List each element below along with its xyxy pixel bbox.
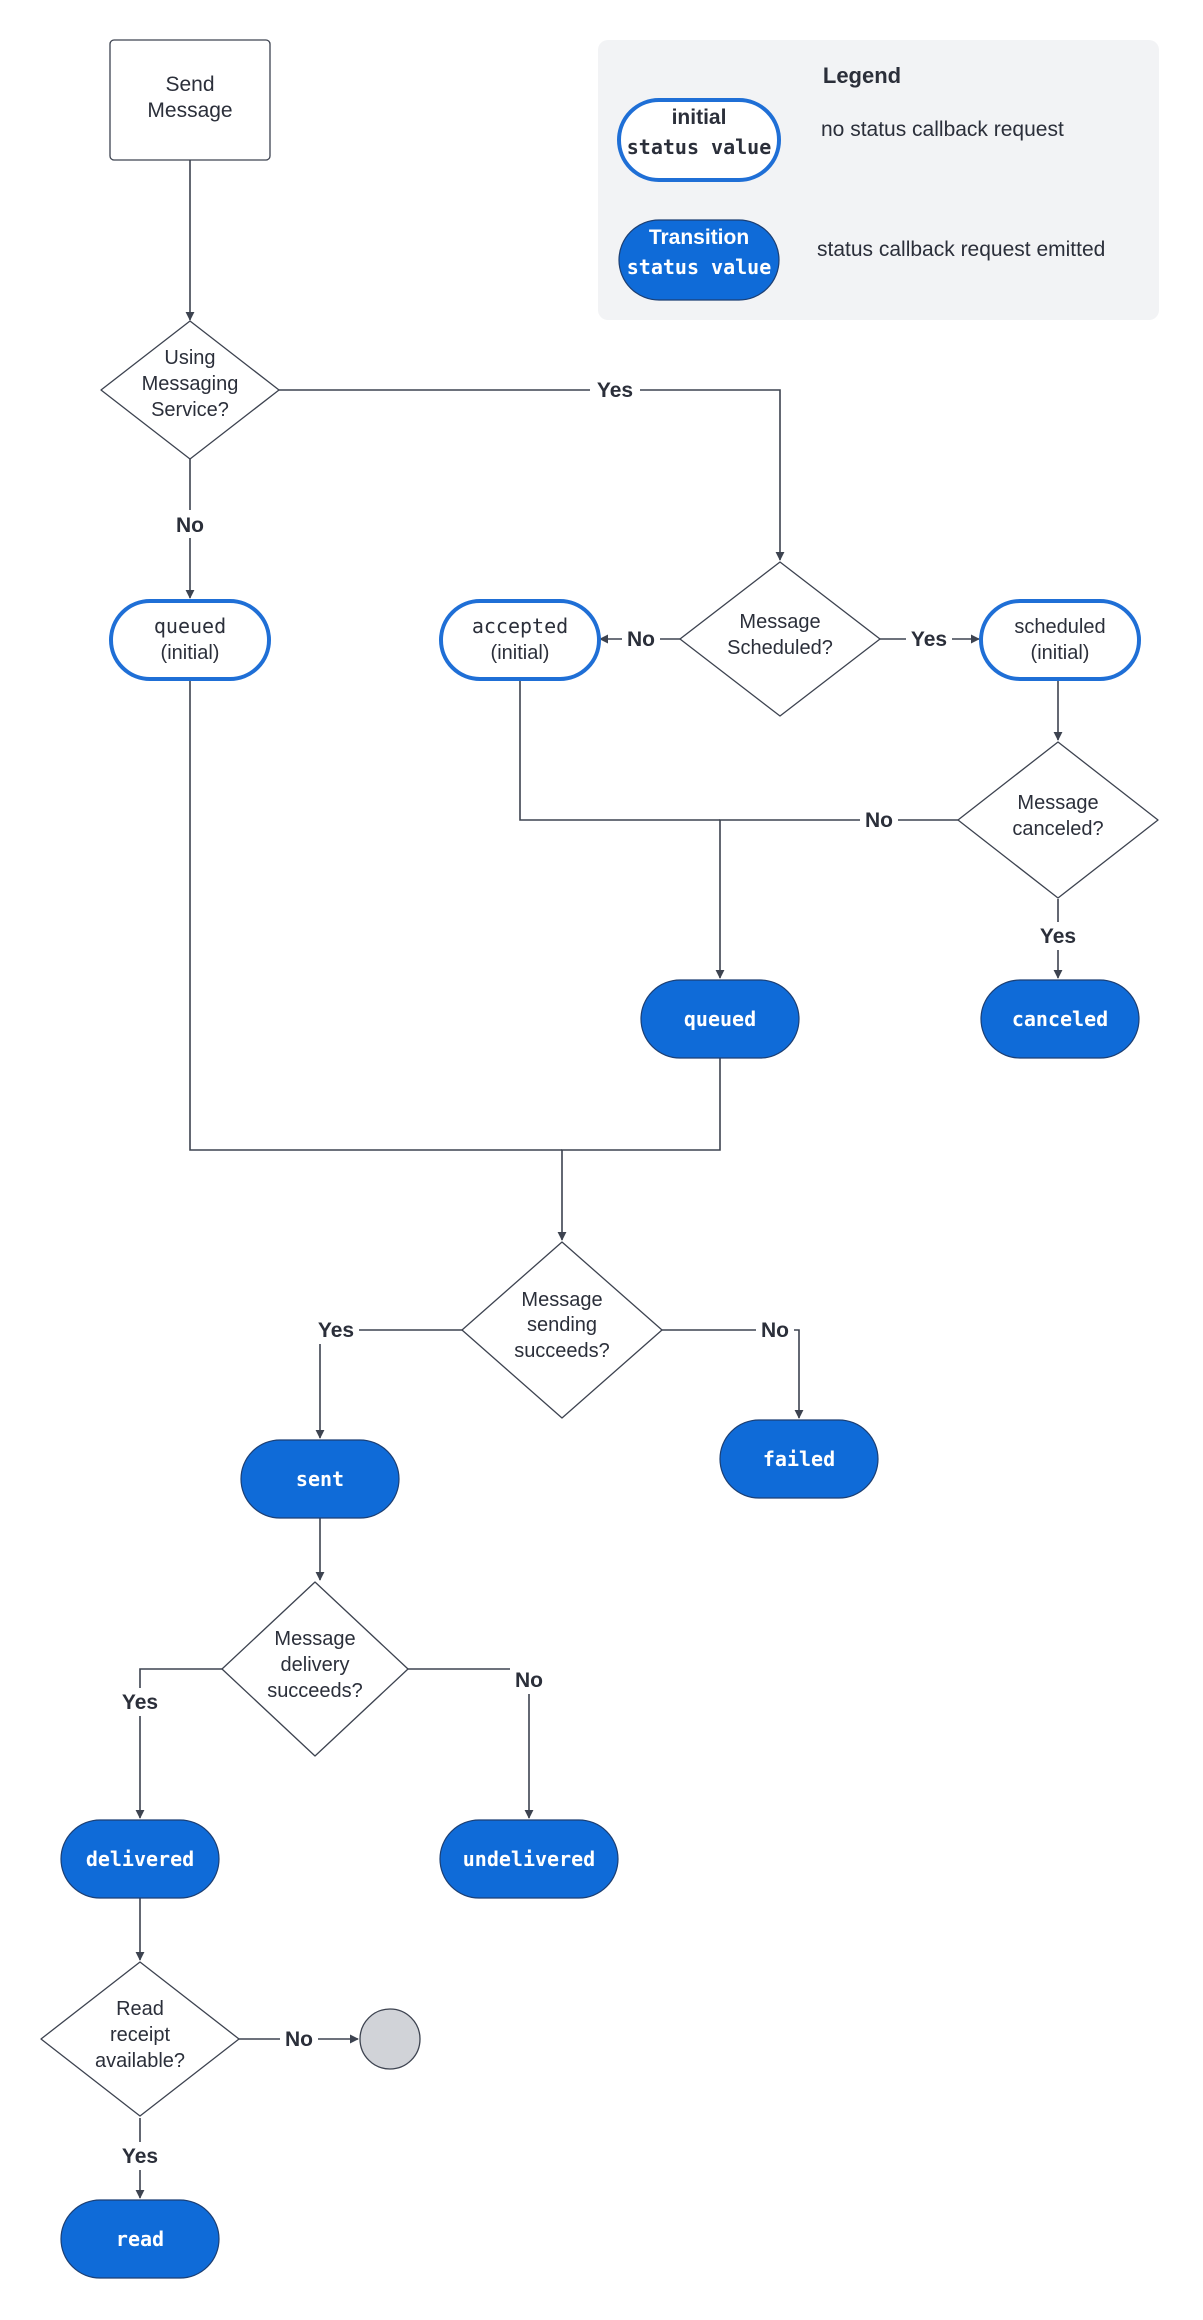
- edge-accepted-down: [519, 679, 720, 821]
- delivered-node: delivered: [60, 1819, 220, 1899]
- edge-queued-initial-down: [189, 679, 562, 1151]
- legend-title: Legend: [823, 63, 901, 88]
- sent-node: sent: [240, 1439, 400, 1519]
- using-service-line2: Messaging: [142, 373, 239, 395]
- legend-transition-desc: status callback request emitted: [817, 238, 1105, 261]
- legend-initial-desc: no status callback request: [821, 118, 1064, 141]
- label-scheduled-yes: Yes: [911, 628, 947, 651]
- scheduled-initial-line1: scheduled: [1014, 616, 1105, 638]
- edge-canceled-no: [715, 819, 958, 979]
- edge-labels: Yes No No Yes No Yes Yes No Yes No No Ye…: [117, 376, 1081, 2170]
- canceled-node: canceled: [980, 979, 1140, 1059]
- sent-label: sent: [296, 1467, 344, 1491]
- queued-initial-line2: (initial): [161, 642, 220, 664]
- send-message-line2: Message: [147, 99, 232, 122]
- message-canceled-line1: Message: [1017, 792, 1098, 814]
- queued-node: queued: [640, 979, 800, 1059]
- send-message-node: Send Message: [109, 39, 271, 161]
- label-scheduled-no: No: [627, 628, 655, 651]
- read-label: read: [116, 2227, 164, 2251]
- message-scheduled-line2: Scheduled?: [727, 637, 833, 659]
- label-receipt-no: No: [285, 2028, 313, 2051]
- label-canceled-no: No: [865, 809, 893, 832]
- sending-succeeds-line2: sending: [527, 1314, 597, 1336]
- end-terminal: [359, 2008, 421, 2070]
- label-delivery-yes: Yes: [122, 1691, 158, 1714]
- edge-sending-no: [662, 1329, 804, 1419]
- sending-succeeds-decision: Message sending succeeds?: [461, 1241, 663, 1419]
- using-service-line3: Service?: [151, 399, 229, 421]
- read-receipt-decision: Read receipt available?: [40, 1961, 240, 2117]
- legend-transition-line2: status value: [627, 255, 772, 279]
- accepted-initial-line1: accepted: [472, 614, 568, 638]
- legend-initial-line2: status value: [627, 135, 772, 159]
- message-scheduled-line1: Message: [739, 611, 820, 633]
- failed-label: failed: [763, 1447, 835, 1471]
- queued-label: queued: [684, 1007, 756, 1031]
- delivery-succeeds-line3: succeeds?: [267, 1680, 363, 1702]
- send-message-line1: Send: [165, 73, 214, 96]
- undelivered-label: undelivered: [463, 1847, 595, 1871]
- legend-initial-line1: initial: [672, 106, 727, 129]
- using-messaging-service-decision: Using Messaging Service?: [100, 320, 280, 460]
- message-canceled-decision: Message canceled?: [957, 741, 1159, 899]
- edge-queued-to-sending: [557, 1058, 721, 1241]
- accepted-initial-node: accepted (initial): [439, 599, 601, 681]
- label-sending-no: No: [761, 1319, 789, 1342]
- legend-initial-swatch: [617, 98, 781, 182]
- sending-succeeds-line1: Message: [521, 1289, 602, 1311]
- read-receipt-line3: available?: [95, 2050, 185, 2072]
- edge-delivery-yes: [135, 1668, 222, 1819]
- failed-node: failed: [719, 1419, 879, 1499]
- label-receipt-yes: Yes: [122, 2145, 158, 2168]
- legend: Legend initial status value no status ca…: [598, 40, 1159, 320]
- accepted-initial-line2: (initial): [491, 642, 550, 664]
- delivered-label: delivered: [86, 1847, 194, 1871]
- label-canceled-yes: Yes: [1040, 925, 1076, 948]
- read-node: read: [60, 2199, 220, 2279]
- label-sending-yes: Yes: [318, 1319, 354, 1342]
- queued-initial-line1: queued: [154, 614, 226, 638]
- edge-service-yes: [279, 389, 785, 561]
- sending-succeeds-line3: succeeds?: [514, 1340, 610, 1362]
- label-service-no: No: [176, 514, 204, 537]
- delivery-succeeds-decision: Message delivery succeeds?: [221, 1581, 409, 1757]
- using-service-line1: Using: [164, 347, 215, 369]
- legend-transition-swatch: [618, 219, 780, 301]
- nodes: Send Message Using Messaging Service? qu…: [40, 39, 1159, 2279]
- legend-transition-line1: Transition: [649, 226, 749, 249]
- undelivered-node: undelivered: [439, 1819, 619, 1899]
- label-service-yes: Yes: [597, 379, 633, 402]
- read-receipt-line1: Read: [116, 1998, 164, 2020]
- read-receipt-line2: receipt: [110, 2024, 170, 2046]
- scheduled-initial-line2: (initial): [1031, 642, 1090, 664]
- message-scheduled-decision: Message Scheduled?: [679, 561, 881, 717]
- scheduled-initial-node: scheduled (initial): [979, 599, 1141, 681]
- delivery-succeeds-line2: delivery: [281, 1654, 350, 1676]
- edge-sending-yes: [315, 1329, 462, 1439]
- canceled-label: canceled: [1012, 1007, 1108, 1031]
- message-canceled-line2: canceled?: [1012, 818, 1103, 840]
- delivery-succeeds-line1: Message: [274, 1628, 355, 1650]
- label-delivery-no: No: [515, 1669, 543, 1692]
- queued-initial-node: queued (initial): [109, 599, 271, 681]
